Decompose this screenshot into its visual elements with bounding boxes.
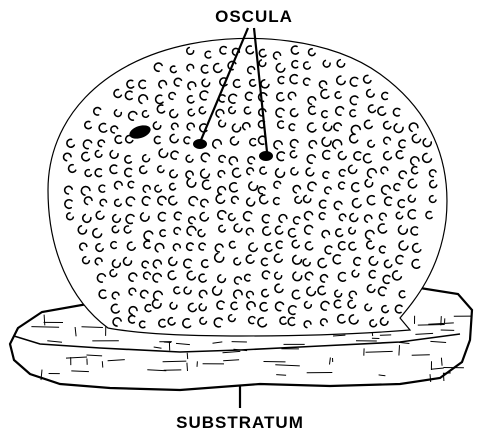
osculum-right (259, 151, 273, 161)
rock-hatch-stroke (44, 315, 45, 326)
rock-hatch-stroke (187, 353, 188, 359)
rock-hatch-stroke (443, 373, 444, 381)
rock-hatch-stroke (276, 375, 286, 376)
rock-hatch-stroke (399, 345, 400, 355)
rock-hatch-stroke (412, 355, 430, 356)
substratum-label: SUBSTRATUM (176, 413, 304, 432)
rock-hatch-stroke (31, 327, 59, 328)
rock-hatch-stroke (430, 374, 431, 382)
rock-hatch-stroke (163, 361, 187, 362)
sponge-body (48, 38, 447, 336)
rock-hatch-stroke (71, 371, 89, 372)
oscula-label: OSCULA (215, 7, 293, 26)
osculum-middle (193, 139, 207, 149)
rock-hatch-stroke (441, 316, 442, 325)
rock-hatch-stroke (102, 361, 103, 367)
rock-hatch-stroke (441, 358, 442, 366)
rock-hatch-stroke (187, 363, 188, 371)
rock-hatch-stroke (444, 373, 451, 374)
